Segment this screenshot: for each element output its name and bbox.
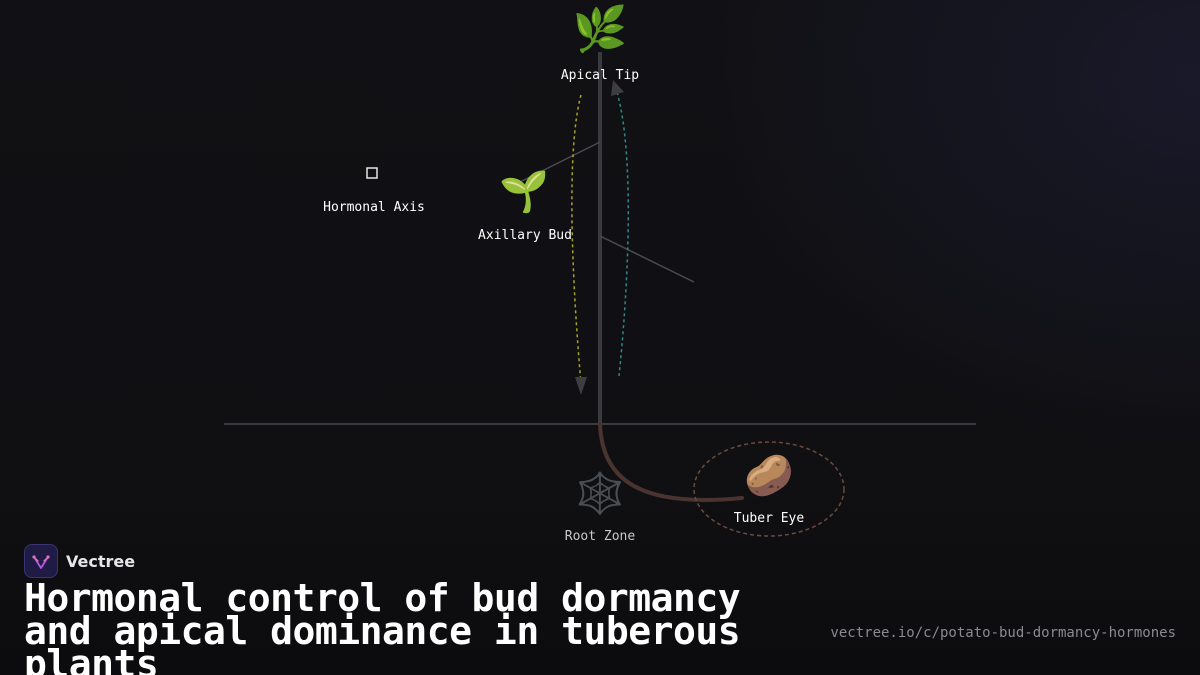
potato-icon: 🥔 bbox=[744, 453, 794, 499]
node-label-hormonal-axis: Hormonal Axis bbox=[323, 200, 425, 215]
square-marker-icon bbox=[366, 167, 378, 179]
node-label-axillary-bud: Axillary Bud bbox=[478, 228, 572, 243]
node-label-apical-tip: Apical Tip bbox=[560, 68, 640, 83]
branch-right bbox=[599, 235, 695, 283]
downward-flow-path bbox=[571, 94, 582, 385]
root-web-icon: 🕸️ bbox=[575, 471, 625, 517]
upward-flow-path bbox=[616, 91, 630, 377]
herb-icon: 🌿 bbox=[572, 4, 628, 55]
downward-arrowhead bbox=[575, 377, 587, 395]
vectree-logo-icon bbox=[24, 544, 58, 578]
page-title: Hormonal control of bud dormancy and api… bbox=[24, 576, 741, 675]
branch-axillary bbox=[517, 141, 601, 184]
stolon-path bbox=[598, 422, 744, 502]
seedling-icon: 🌱 bbox=[499, 169, 549, 215]
node-label-root-zone: Root Zone bbox=[564, 529, 636, 544]
node-label-tuber-eye: Tuber Eye bbox=[733, 511, 805, 526]
brand-name: Vectree bbox=[66, 551, 136, 571]
brand: Vectree bbox=[24, 544, 135, 578]
source-url: vectree.io/c/potato-bud-dormancy-hormone… bbox=[830, 625, 1176, 641]
upward-arrowhead bbox=[611, 80, 624, 96]
tuber-ring bbox=[693, 441, 845, 537]
